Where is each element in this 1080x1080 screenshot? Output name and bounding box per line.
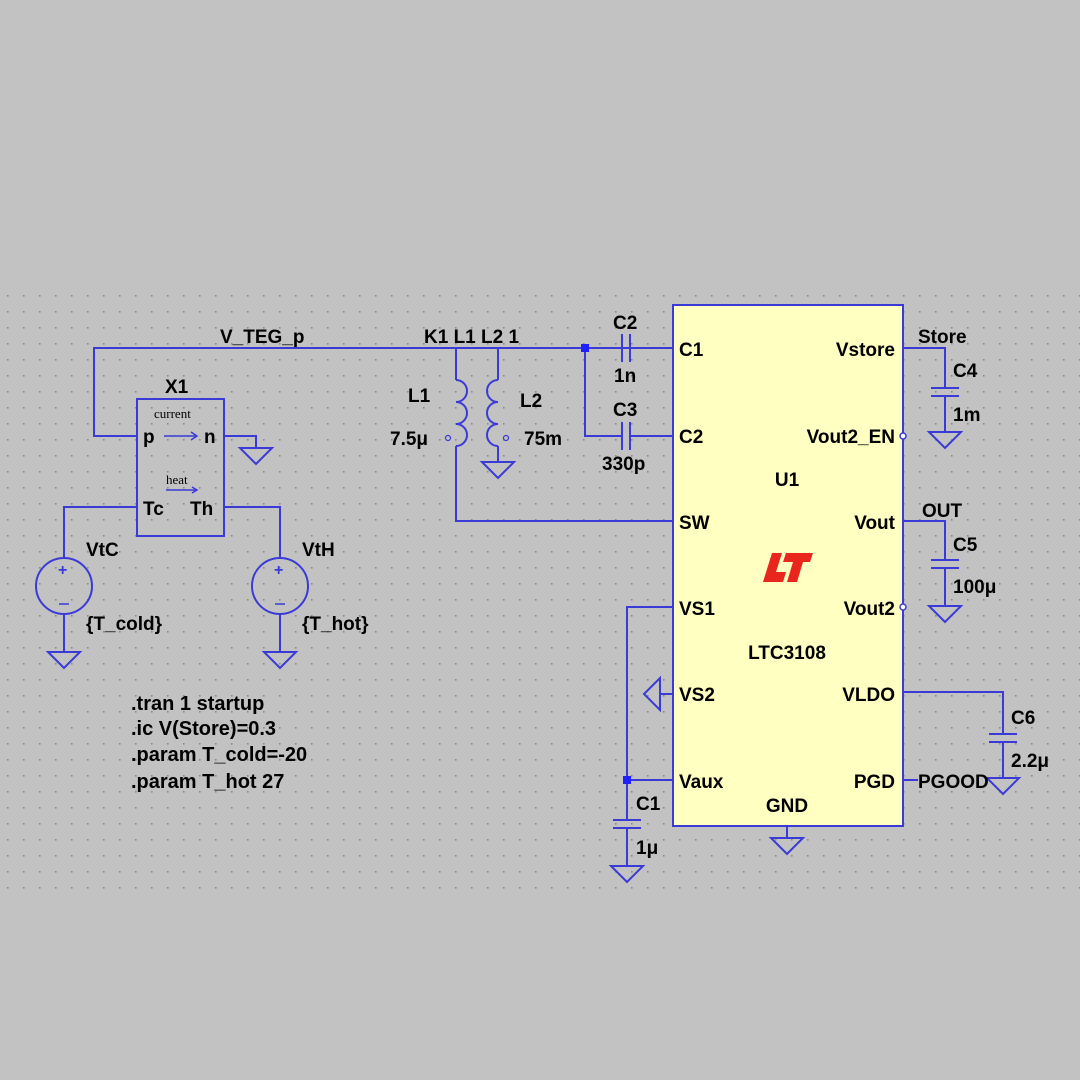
- c5-value: 100μ: [953, 577, 996, 598]
- ic-pin-vout2-en: Vout2_EN: [807, 427, 895, 448]
- ic-pin-c2: C2: [679, 427, 703, 448]
- capacitor-c4[interactable]: C4 1m: [931, 361, 980, 426]
- grid-area: [0, 286, 1080, 900]
- ground-icon: [926, 431, 964, 450]
- spice-directives[interactable]: .tran 1 startup .ic V(Store)=0.3 .param …: [131, 693, 307, 793]
- ic-u1[interactable]: C1 C2 SW VS1 VS2 Vaux Vstore Vout2_EN Vo…: [672, 304, 907, 827]
- lt-logo-icon: [763, 553, 813, 582]
- l1-ref: L1: [408, 386, 431, 407]
- ground-icon: [261, 651, 299, 670]
- inductor-l2[interactable]: L2 75m: [486, 379, 562, 450]
- ground-icon: [926, 605, 964, 624]
- vtc-value: {T_cold}: [86, 614, 163, 635]
- net-label-pgood[interactable]: PGOOD: [918, 772, 989, 793]
- vtc-ref: VtC: [86, 540, 119, 561]
- ic-pin-vaux: Vaux: [679, 772, 724, 793]
- junction-dot: [623, 776, 631, 784]
- ic-pin-vout2: Vout2: [844, 599, 895, 620]
- c1-ref: C1: [636, 794, 661, 815]
- c2-ref: C2: [613, 313, 637, 334]
- capacitor-c2[interactable]: C2 1n: [613, 313, 637, 387]
- c6-value: 2.2μ: [1011, 751, 1049, 772]
- ic-pin-vstore: Vstore: [836, 340, 895, 361]
- ground-icon: [45, 651, 83, 670]
- source-vth[interactable]: + VtH {T_hot}: [251, 540, 369, 635]
- l2-value: 75m: [524, 429, 562, 450]
- directive-line: .ic V(Store)=0.3: [131, 718, 276, 740]
- source-vtc[interactable]: + VtC {T_cold}: [35, 540, 163, 635]
- net-label-out[interactable]: OUT: [922, 501, 963, 522]
- net-label-store[interactable]: Store: [918, 327, 967, 348]
- ic-pin-pgd: PGD: [854, 772, 895, 793]
- ground-icon: [479, 461, 517, 480]
- ground-symbols: [45, 431, 1022, 884]
- ic-pin-vout: Vout: [854, 513, 895, 534]
- ic-pin-vs2: VS2: [679, 685, 715, 706]
- ground-icon: [608, 865, 646, 884]
- polarity-dot-icon: [502, 434, 510, 442]
- c3-ref: C3: [613, 400, 637, 421]
- ic-ref: U1: [775, 470, 800, 491]
- net-label-v-teg-p[interactable]: V_TEG_p: [220, 327, 304, 348]
- ground-icon: [237, 447, 275, 466]
- c4-value: 1m: [953, 405, 980, 426]
- ic-part: LTC3108: [748, 643, 826, 664]
- teg-pin-th: Th: [190, 499, 213, 520]
- capacitor-c1[interactable]: C1 1μ: [613, 794, 661, 859]
- ic-pin-c1: C1: [679, 340, 704, 361]
- teg-pin-tc: Tc: [143, 499, 164, 520]
- wires: [63, 347, 1004, 866]
- capacitor-c5[interactable]: C5 100μ: [931, 535, 996, 598]
- ic-pin-vldo: VLDO: [842, 685, 895, 706]
- c3-value: 330p: [602, 454, 645, 475]
- teg-ref: X1: [165, 377, 189, 398]
- polarity-dot-icon: [444, 434, 452, 442]
- l1-value: 7.5μ: [390, 429, 428, 450]
- ic-pin-sw: SW: [679, 513, 710, 534]
- c1-value: 1μ: [636, 838, 658, 859]
- ic-pin-gnd: GND: [766, 796, 808, 817]
- ground-icon: [768, 837, 806, 856]
- vth-ref: VtH: [302, 540, 335, 561]
- teg-heat-label: heat: [166, 472, 188, 487]
- directive-line: .param T_hot 27: [131, 771, 284, 793]
- capacitor-c6[interactable]: C6 2.2μ: [989, 708, 1049, 772]
- teg-current-label: current: [154, 406, 191, 421]
- capacitor-c3[interactable]: C3 330p: [602, 400, 645, 475]
- ground-icon: [984, 777, 1022, 796]
- coupling-directive[interactable]: K1 L1 L2 1: [424, 327, 519, 348]
- c5-ref: C5: [953, 535, 978, 556]
- c6-ref: C6: [1011, 708, 1035, 729]
- teg-pin-p: p: [143, 427, 155, 448]
- teg-pin-n: n: [204, 427, 216, 448]
- ground-icon: [642, 675, 661, 713]
- junction-dot: [581, 344, 589, 352]
- l2-ref: L2: [520, 391, 542, 412]
- teg-x1[interactable]: X1 current p n heat Tc Th: [136, 377, 225, 537]
- open-pin-icon: [899, 432, 907, 440]
- directive-line: .param T_cold=-20: [131, 744, 307, 766]
- vth-value: {T_hot}: [302, 614, 369, 635]
- ic-pin-vs1: VS1: [679, 599, 715, 620]
- open-pin-icon: [899, 603, 907, 611]
- directive-line: .tran 1 startup: [131, 693, 264, 715]
- c2-value: 1n: [614, 366, 636, 387]
- plus-icon: +: [58, 562, 67, 579]
- inductor-l1[interactable]: L1 7.5μ: [390, 379, 468, 450]
- c4-ref: C4: [953, 361, 978, 382]
- plus-icon: +: [274, 562, 283, 579]
